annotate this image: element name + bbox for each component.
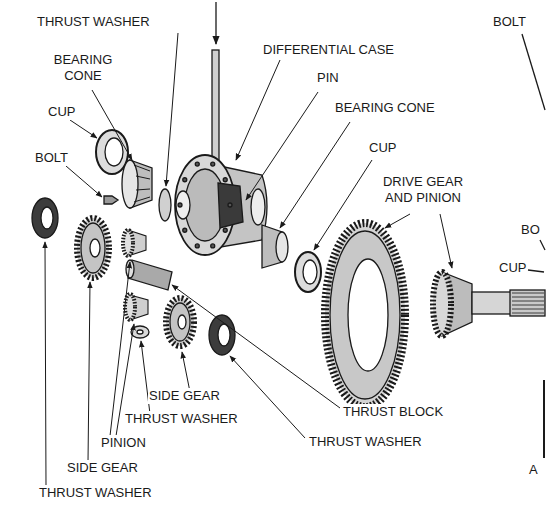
thrust-washer-hole (218, 324, 230, 346)
bolt-hole (228, 203, 232, 207)
part-label: THRUST WASHER (36, 14, 151, 30)
part-label: THRUST WASHER (124, 411, 239, 427)
spline-line (512, 309, 544, 310)
spline-line (512, 305, 544, 306)
ring-gear-bore (348, 259, 388, 371)
pinion-gear-teeth (123, 230, 133, 256)
bolt-hole (211, 162, 215, 166)
differential-case-bore (251, 189, 265, 225)
leader-line (215, 2, 216, 44)
part-label: THRUST WASHER (308, 434, 423, 450)
part-label: SIDE GEAR (66, 460, 139, 476)
part-drawings (32, 2, 545, 458)
ring-gear-teeth (325, 223, 405, 407)
part-label: BOLT (34, 150, 69, 166)
spline-line (512, 293, 544, 294)
part-label: PINION (100, 435, 147, 451)
ring-gear (330, 231, 400, 399)
spline-lines (512, 293, 544, 313)
side-gear (81, 223, 105, 273)
bolt-hole (195, 162, 199, 166)
part-label: BOLT (492, 14, 527, 30)
spline-line (512, 301, 544, 302)
bearing-cup-bore (105, 138, 123, 166)
leader-line (540, 240, 545, 250)
spline-line (512, 313, 544, 314)
bearing-cup (295, 252, 321, 292)
part-label: DIFFERENTIAL CASE (262, 42, 395, 58)
part-edge (543, 380, 545, 458)
pin-rod (212, 50, 219, 162)
leader-line (528, 270, 544, 272)
leader-line (522, 34, 545, 110)
thrust-washer-hole (41, 207, 53, 229)
bolt-hole (195, 244, 199, 248)
bearing-cone-face (276, 232, 288, 262)
thrust-washer (32, 198, 58, 238)
bolt-hole (183, 228, 187, 232)
side-gear-teeth (166, 298, 194, 346)
part-label: A (528, 462, 539, 478)
bolt-hole (183, 178, 187, 182)
part-label: CUP (47, 104, 76, 120)
leader-lines (45, 33, 452, 487)
differential-case-bore (176, 191, 190, 219)
bolt-holes (178, 162, 232, 248)
drive-pinion-splines (510, 290, 545, 316)
part-label: PIN (316, 70, 340, 86)
bearing-cup (96, 130, 128, 174)
part-label: SIDE GEAR (148, 388, 221, 404)
thrust-washer (159, 189, 171, 221)
part-label: BO (520, 222, 541, 238)
part-label: DRIVE GEAR AND PINION (370, 174, 476, 205)
bolt (104, 196, 118, 204)
part-label: THRUST BLOCK (342, 404, 444, 420)
thrust-block (128, 260, 172, 290)
bolt-hole (223, 228, 227, 232)
bolt-hole (178, 203, 182, 207)
part-label: CUP (368, 140, 397, 156)
pinion-gear-teeth (125, 294, 135, 320)
part-label: BEARING CONE (44, 52, 122, 83)
side-gear-bore (178, 315, 186, 329)
bolt-hole (223, 178, 227, 182)
side-gear-bore (90, 239, 100, 257)
side-gear-teeth (77, 218, 109, 278)
pinion-thrust-washer-hole (137, 330, 143, 334)
bearing-cup-bore (303, 260, 317, 284)
part-label: THRUST WASHER (38, 485, 153, 501)
part-label: BEARING CONE (334, 100, 436, 116)
bearing-cone-face (122, 160, 138, 208)
side-gear (170, 303, 190, 341)
part-label: CUP (498, 260, 527, 276)
spline-line (512, 297, 544, 298)
drive-pinion-teeth (433, 272, 451, 336)
bearing-rollers (134, 165, 150, 202)
differential-case-window (218, 183, 243, 228)
bolt-hole (211, 244, 215, 248)
